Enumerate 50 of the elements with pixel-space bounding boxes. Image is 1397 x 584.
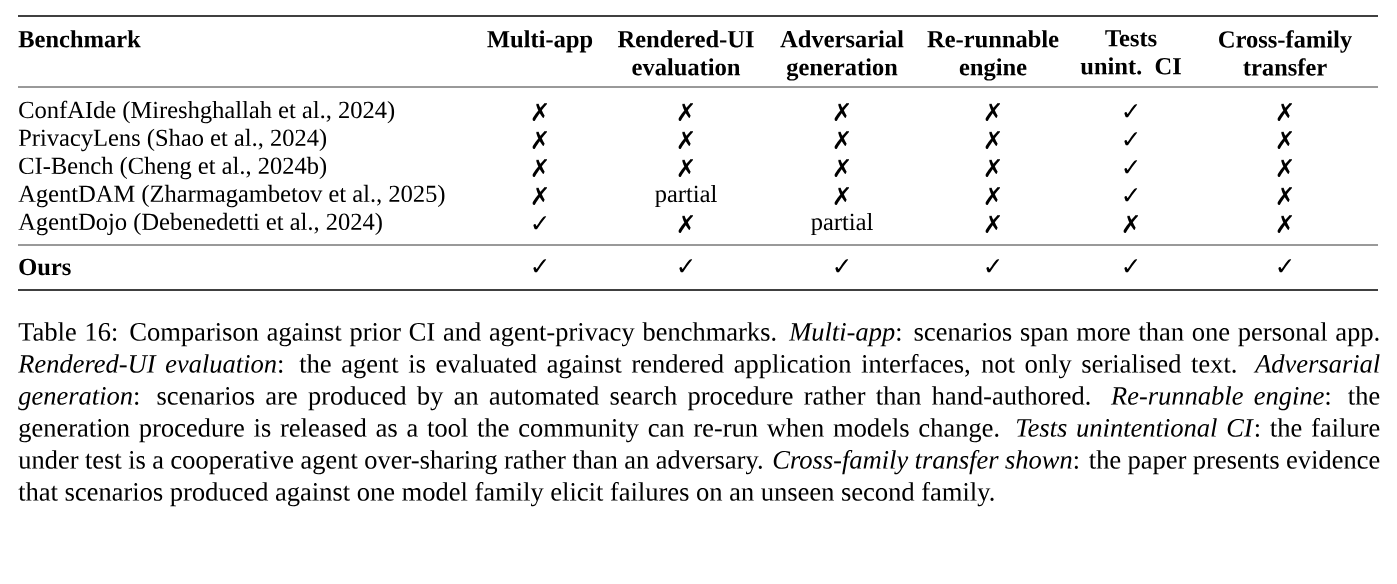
caption: Table 16: Comparison against prior CI and agent-privacy benchmarks. Multi-app: scenarios span more than one personal app. Rendered-UI evaluation: the agent is evaluated against rendered application interfaces, not only serialised text. Adversarial generation: scenarios are produced by an automated search procedure rather than hand-authored. Re-runnable engine: the generation procedure is released as a tool the community can re-run when models change. Tests unintentional CI: the failure under test is a cooperative agent over-sharing rather than an adversary. Cross-family transfer shown: the paper presents evidence that scenarios produced against one model family elicit failures on an unseen second family. <box>18 322 1380 507</box>
table-cell: ✗ <box>1277 102 1292 122</box>
table-cell: ✗ <box>678 158 693 178</box>
table-cell: ✗ <box>1277 214 1292 234</box>
table-cell: ✗ <box>678 214 693 234</box>
header-cell: Re-runnable engine <box>927 30 1059 81</box>
table-cell: ✓ <box>1124 132 1138 146</box>
table-cell: ✓ <box>533 216 547 230</box>
table-cell: ✗ <box>985 214 1000 234</box>
table-cell: ✗ <box>985 186 1000 206</box>
table-cell: PrivacyLens (Shao et al., 2024) <box>18 128 327 152</box>
table-cell: ✓ <box>1124 104 1138 118</box>
header-cell: Tests unint. CI <box>1080 30 1181 75</box>
table-cell: ✗ <box>1277 186 1292 206</box>
table-cell: ✗ <box>985 130 1000 150</box>
table-cell: ✓ <box>679 259 693 273</box>
table-cell: ConfAIde (Mireshghallah et al., 2024) <box>19 100 395 124</box>
table-cell: ✓ <box>1124 160 1138 174</box>
table-cell: ✗ <box>985 158 1000 178</box>
header-cell: Rendered-UI evaluation <box>617 30 754 76</box>
table-cell: ✗ <box>532 130 547 150</box>
table-cell: ✓ <box>1278 259 1292 273</box>
table-cell: partial <box>811 212 873 236</box>
table-cell: ✓ <box>835 259 849 273</box>
table-cell: ✗ <box>532 102 547 122</box>
header-cell: Multi-app <box>487 30 593 53</box>
table-cell: ✗ <box>834 158 849 178</box>
table-cell: ✗ <box>532 158 547 178</box>
header-cell: Benchmark <box>18 30 141 48</box>
table-cell: ✗ <box>678 130 693 150</box>
table-cell: ✗ <box>834 130 849 150</box>
table-cell: Ours <box>19 258 71 276</box>
table-cell: ✗ <box>678 102 693 122</box>
table-cell: AgentDojo (Debenedetti et al., 2024) <box>18 212 382 236</box>
table-cell: ✗ <box>532 186 547 206</box>
header-cell: Cross-family transfer <box>1219 30 1352 76</box>
table-cell: ✓ <box>533 259 547 273</box>
table-cell: ✗ <box>1123 214 1138 234</box>
table-cell: ✗ <box>834 186 849 206</box>
table-cell: ✗ <box>1277 158 1292 178</box>
table-cell: ✓ <box>1124 188 1138 202</box>
table-cell: AgentDAM (Zharmagambetov et al., 2025) <box>18 184 445 208</box>
table-cell: ✗ <box>985 102 1000 122</box>
table-cell: ✓ <box>1124 259 1138 273</box>
table-cell: ✗ <box>1277 130 1292 150</box>
table-cell: ✓ <box>986 259 1000 273</box>
table-cell: partial <box>655 184 717 208</box>
header-cell: Adversarial generation <box>780 30 904 81</box>
table-cell: CI-Bench (Cheng et al., 2024b) <box>19 156 327 180</box>
table-cell: ✗ <box>834 102 849 122</box>
